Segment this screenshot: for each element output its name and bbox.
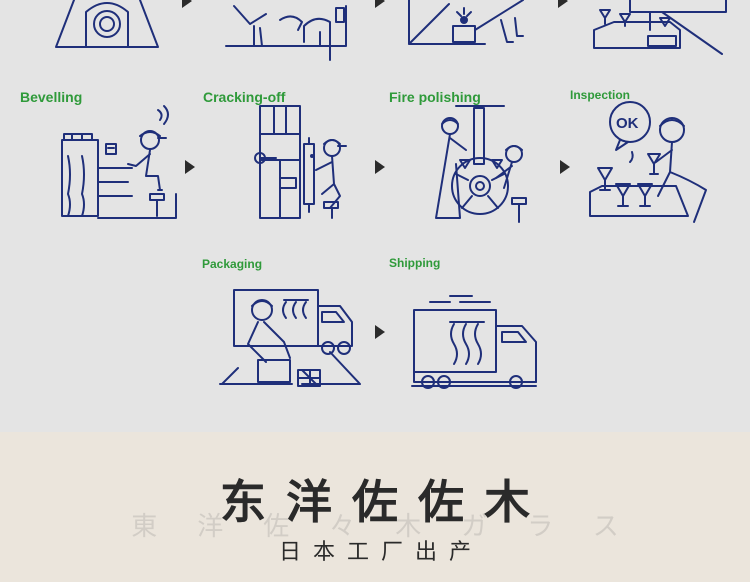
fire-polishing-illustration — [426, 104, 534, 224]
furnace-illustration — [50, 0, 165, 52]
arrow-icon — [375, 160, 385, 174]
arrow-icon — [375, 0, 385, 8]
cracking-off-illustration — [252, 104, 352, 220]
arrow-icon — [375, 325, 385, 339]
step-label-cracking-off: Cracking-off — [203, 89, 286, 105]
step-label-shipping: Shipping — [389, 256, 441, 270]
step-label-packaging: Packaging — [202, 257, 263, 271]
arrow-icon — [185, 160, 195, 174]
brand-name: 东洋佐佐木 — [220, 475, 550, 529]
gathering-worker-illustration — [220, 0, 350, 62]
step-label-inspection: Inspection — [570, 88, 631, 102]
process-illustration-panel: Bevelling Cracking-off — [20, 0, 730, 390]
arrow-icon — [560, 160, 570, 174]
packaging-illustration — [218, 288, 362, 390]
inspection-illustration: OK — [586, 100, 710, 224]
annealing-illustration — [590, 0, 730, 58]
mould-blowing-illustration — [405, 0, 535, 50]
shipping-truck-illustration — [410, 290, 540, 390]
footer-brand-panel: 東洋佐々木ガラス 东洋佐佐木 日本工厂出产 — [0, 432, 750, 582]
ok-bubble-text: OK — [616, 115, 639, 132]
step-label-bevelling: Bevelling — [20, 89, 83, 105]
step-label-fire-polishing: Fire polishing — [389, 89, 481, 105]
arrow-icon — [182, 0, 192, 8]
bevelling-illustration — [58, 104, 182, 222]
made-in-japan-text: 日本工厂出产 — [278, 540, 483, 565]
arrow-icon — [558, 0, 568, 8]
brand-watermark: 東洋佐々木ガラス — [131, 512, 659, 542]
